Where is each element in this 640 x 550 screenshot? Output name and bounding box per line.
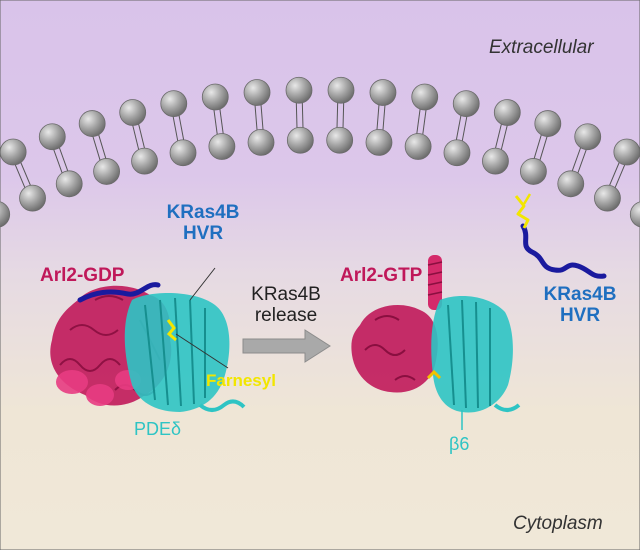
lipid-head <box>452 90 480 118</box>
lipid-head <box>629 201 640 228</box>
arl2-gtp-pde-complex <box>351 255 521 430</box>
lipid-head <box>520 158 547 185</box>
lipid-head <box>19 184 46 212</box>
lipid-head <box>411 83 439 111</box>
lipid-head <box>326 126 354 154</box>
lipid-head <box>285 76 313 104</box>
lipid-head <box>369 79 397 106</box>
lipid-head <box>594 184 621 212</box>
farnesyl-label: Farnesyl <box>206 371 276 390</box>
lipid-head <box>574 123 602 151</box>
cytoplasm-label: Cytoplasm <box>513 513 603 534</box>
lipid-head <box>243 79 271 106</box>
hvr-label-right-line2: HVR <box>559 304 601 326</box>
arl2-gdp-pde-complex <box>50 267 246 412</box>
lipid-head <box>557 170 585 198</box>
lipid-head <box>286 126 314 154</box>
lipid-head <box>201 83 229 111</box>
lipid-head <box>327 76 355 104</box>
lipid-head <box>404 133 432 160</box>
lipid-head <box>160 90 188 118</box>
lipid-head <box>131 147 158 175</box>
lipid-head <box>493 99 521 126</box>
release-label-line2: release <box>254 304 318 326</box>
hvr-label-right: KRas4B HVR <box>530 284 630 327</box>
extracellular-label: Extracellular <box>489 37 594 58</box>
hvr-label-top-line2: HVR <box>182 222 224 244</box>
hvr-label-top-line1: KRas4B <box>166 202 240 223</box>
beta6-label: β6 <box>449 434 470 454</box>
lipid-head <box>0 138 27 166</box>
lipid-head <box>208 133 236 160</box>
lipid-head <box>78 110 106 137</box>
lipid-head <box>169 139 197 167</box>
lipid-head <box>119 99 147 126</box>
release-label-line1: KRas4B <box>251 284 321 305</box>
hvr-label-top: KRas4B HVR <box>158 202 248 245</box>
arl2-gtp-label: Arl2-GTP <box>340 265 423 286</box>
release-label: KRas4B release <box>236 284 336 327</box>
arl2-gdp-label: Arl2-GDP <box>40 265 125 286</box>
lipid-head <box>613 138 640 166</box>
lipid-head <box>443 139 471 167</box>
lipid-head <box>0 201 11 228</box>
hvr-label-right-line1: KRas4B <box>543 284 617 305</box>
lipid-head <box>365 128 393 156</box>
pde-delta-label: PDEδ <box>134 419 182 439</box>
lipid-head <box>93 158 120 185</box>
lipid-head <box>482 147 509 175</box>
lipid-head <box>247 128 275 156</box>
release-arrow <box>242 329 331 363</box>
lipid-head <box>38 123 66 151</box>
lipid-head <box>534 110 562 137</box>
hvr-tail-released <box>514 193 607 279</box>
lipid-bilayer-membrane <box>0 76 640 228</box>
lipid-head <box>55 170 83 198</box>
